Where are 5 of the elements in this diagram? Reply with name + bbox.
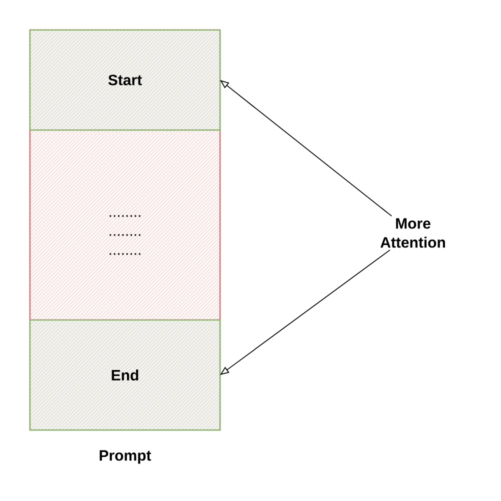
column-label: Prompt bbox=[100, 450, 152, 464]
callout-text: More Attention bbox=[380, 218, 445, 248]
section-box: ........ ........ ........ bbox=[29, 129, 221, 321]
section-box: Start bbox=[29, 29, 221, 131]
section-box: End bbox=[29, 319, 221, 431]
